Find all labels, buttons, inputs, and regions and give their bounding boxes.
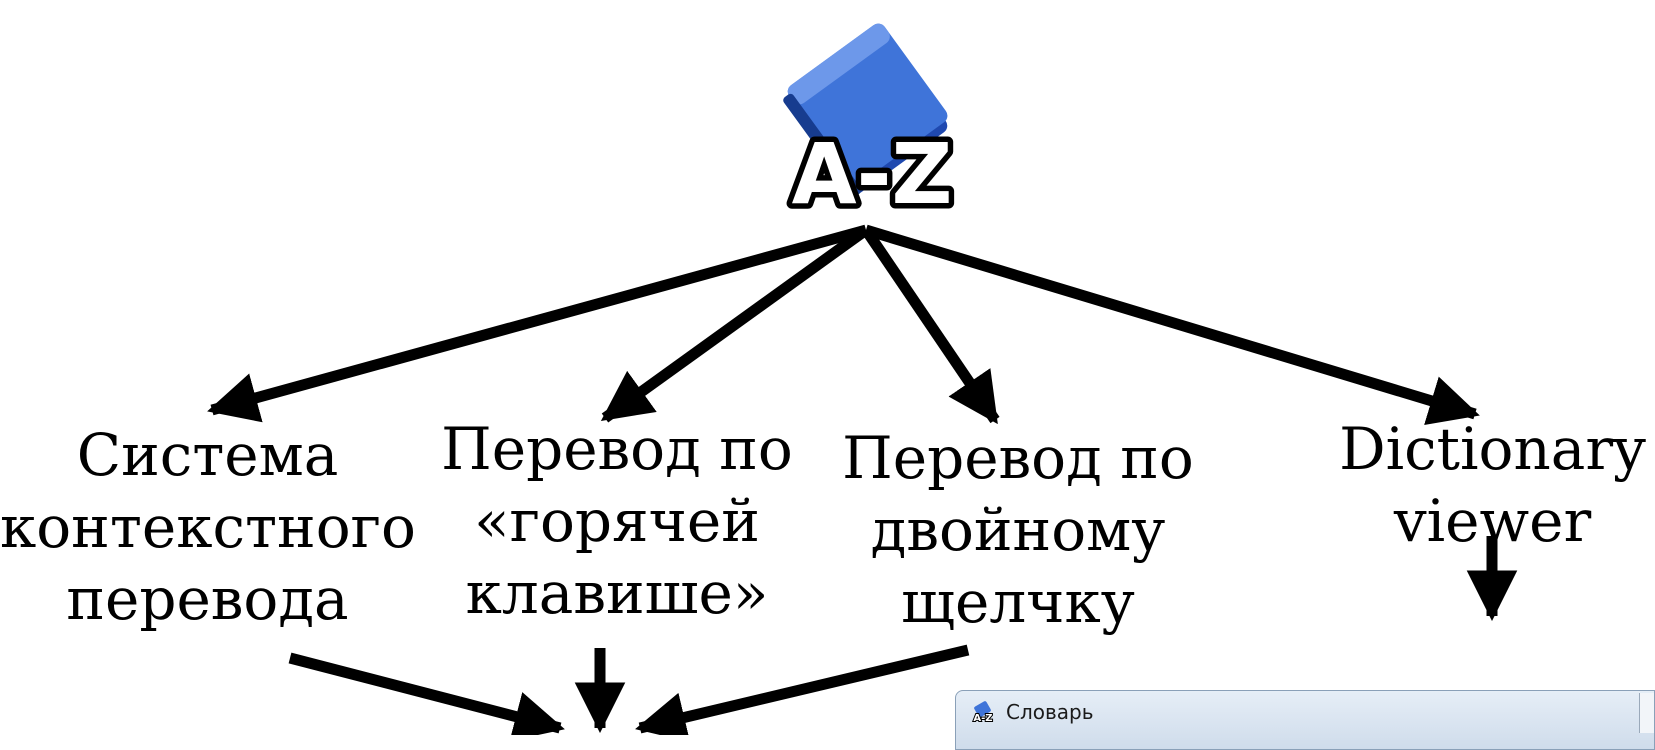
node-context-translation-line-1: Система <box>76 421 339 489</box>
logo-text: A-Z <box>792 125 953 223</box>
dictionary-window[interactable]: A-Z Словарь <box>955 690 1655 750</box>
node-context-translation-line-2: контекстного <box>0 493 416 561</box>
window-edge-control[interactable] <box>1639 693 1654 733</box>
node-context-translation-line-3: перевода <box>66 565 349 633</box>
node-hotkey-translation-line-2: «горячей <box>474 487 760 555</box>
node-doubleclick-translation: Перевод по двойному щелчку <box>828 422 1208 638</box>
arrow-to-hotkey-translation <box>600 225 870 423</box>
node-doubleclick-translation-line-3: щелчку <box>901 568 1135 636</box>
node-dictionary-viewer-line-1: Dictionary <box>1339 415 1646 483</box>
node-doubleclick-translation-line-1: Перевод по <box>842 424 1194 492</box>
arrow-to-dictionary-viewer <box>864 224 1480 426</box>
node-hotkey-translation-line-1: Перевод по <box>441 415 793 483</box>
node-dictionary-viewer: Dictionary viewer <box>1330 413 1655 557</box>
arrow-to-context-translation <box>207 224 868 423</box>
node-context-translation: Система контекстного перевода <box>0 419 416 635</box>
node-dictionary-viewer-line-2: viewer <box>1393 487 1592 555</box>
arrow-doubleclick-to-bottom <box>635 644 970 735</box>
dictionary-window-title: Словарь <box>1006 700 1094 724</box>
node-hotkey-translation: Перевод по «горячей клавише» <box>436 413 798 629</box>
svg-text:A-Z: A-Z <box>973 713 992 723</box>
arrow-to-doubleclick-translation <box>861 226 1000 425</box>
arrow-context-to-bottom <box>288 652 565 735</box>
node-hotkey-translation-line-3: клавише» <box>465 559 769 627</box>
dictionary-book-icon: A-Z <box>783 23 958 223</box>
dictionary-window-icon: A-Z <box>972 701 994 723</box>
node-doubleclick-translation-line-2: двойному <box>870 496 1166 564</box>
